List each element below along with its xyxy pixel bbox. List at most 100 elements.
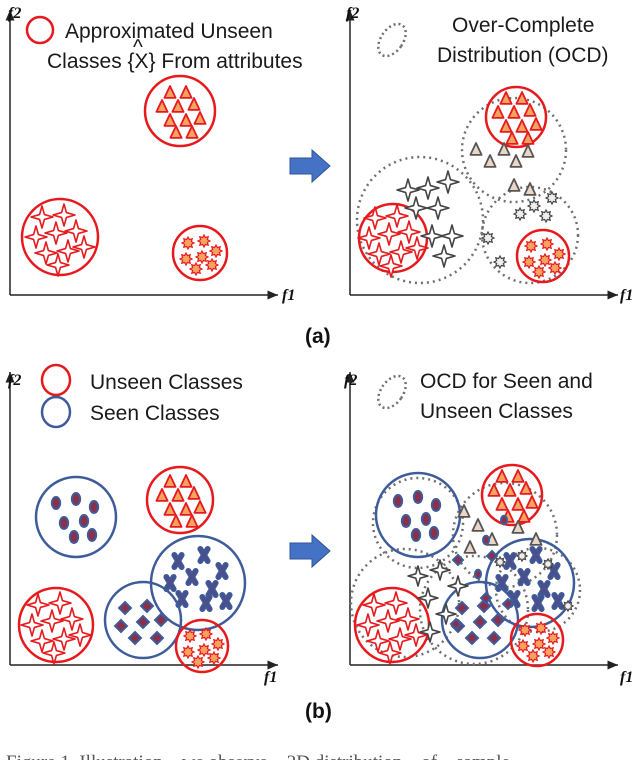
star-icon [20,613,44,637]
star-icon [367,242,391,266]
axis-label-f1-b-right: f1 [620,669,633,686]
star-icon [404,196,428,220]
ellipse-icon [412,490,424,504]
cluster-stars-b [17,586,95,665]
star-icon [435,603,457,625]
cluster-gears [171,224,229,282]
triangle-icon [169,514,183,528]
cluster-gears-ocd [515,228,571,284]
arrow-right-icon [289,148,331,184]
legend-ocd-seen-line1: OCD for Seen and [420,370,593,393]
ellipse-icon [400,514,412,528]
gear-icon [198,626,214,642]
gear-icon [541,644,557,660]
gear-icon [480,230,496,246]
star-icon [42,641,66,665]
triangle-icon [487,483,501,497]
triangle-icon [515,91,529,105]
cluster-diamonds [103,580,183,660]
triangle-icon [521,144,535,158]
star-icon [397,220,421,244]
triangle-icon [163,502,177,516]
star-icon [388,627,412,651]
cluster-triangles [143,74,217,148]
star-icon [420,224,444,248]
cluster-gears-b-ocd [509,612,565,668]
triangle-icon [163,85,177,99]
diamond-icon [449,617,463,631]
triangle-icon [457,504,471,518]
triangle-icon [187,97,201,111]
gear-icon [544,190,560,206]
gear-icon [525,648,541,664]
star-icon [30,629,54,653]
triangle-icon [169,125,183,139]
gear-icon [531,264,547,280]
triangle-icon [171,488,185,502]
legend-approximated-line1: Approximated Unseen [65,20,273,43]
gear-icon [196,642,212,658]
triangle-icon [505,131,519,145]
cluster-stars-b-ocd [353,586,431,665]
seen-legend-icon [40,395,72,429]
panel-a: Approximated Unseen Classes {X} From att… [5,5,633,348]
star-icon [385,204,409,228]
triangle-icon [179,85,193,99]
gear-icon [541,557,555,571]
triangle-icon [483,154,497,168]
gear-icon [538,208,554,224]
axis-label-f2: f2 [8,5,21,22]
star-icon [416,176,440,200]
gear-icon [208,243,224,259]
diamond-icon [464,630,480,646]
x-mark-icon [185,568,199,586]
triangle-icon [507,178,521,192]
ocd-legend-icon [377,22,407,58]
star-icon [72,235,96,259]
triangle-icon [529,532,543,546]
star-icon [52,627,76,651]
x-mark-icon [517,568,531,586]
triangle-icon [509,154,523,168]
x-mark-icon [205,580,219,598]
arrow-right-icon-b [289,533,331,569]
gear-icon [545,630,561,646]
star-icon [34,241,58,265]
star-icon [357,226,381,250]
gear-icon [190,654,206,670]
gear-icon [523,238,539,254]
triangle-icon [523,103,537,117]
star-icon [26,593,50,617]
ellipse-icon [500,514,508,526]
ocd-distributions-b [349,476,582,666]
triangle-icon [521,131,535,145]
gear-icon [492,254,508,270]
x-mark-icon [219,592,233,610]
ellipse-icon [392,494,404,508]
diamond-icon [153,612,169,628]
star-icon [405,236,429,260]
ellipse-icon [420,512,432,526]
triangle-icon [185,514,199,528]
star-icon [417,587,439,609]
triangle-icon [497,142,511,156]
gear-icon [533,620,549,636]
legend-seen-classes: Seen Classes [90,402,220,425]
gear-icon [180,235,196,251]
panel-b: Unseen Classes Seen Classes f2 f1 [5,363,633,723]
star-icon [40,609,64,633]
triangle-icon [523,182,537,196]
gear-icon [180,644,196,660]
triangle-icon [187,486,201,500]
triangle-icon [155,99,169,113]
gear-icon [204,257,220,273]
x-mark-icon [551,592,565,610]
ellipse-icon [410,528,422,542]
diamond-icon [501,597,515,611]
triangle-icon [171,99,185,113]
ellipse-icon [482,534,490,546]
star-icon [52,203,76,227]
ocd-samples-a [396,142,560,270]
gear-icon [531,636,547,652]
